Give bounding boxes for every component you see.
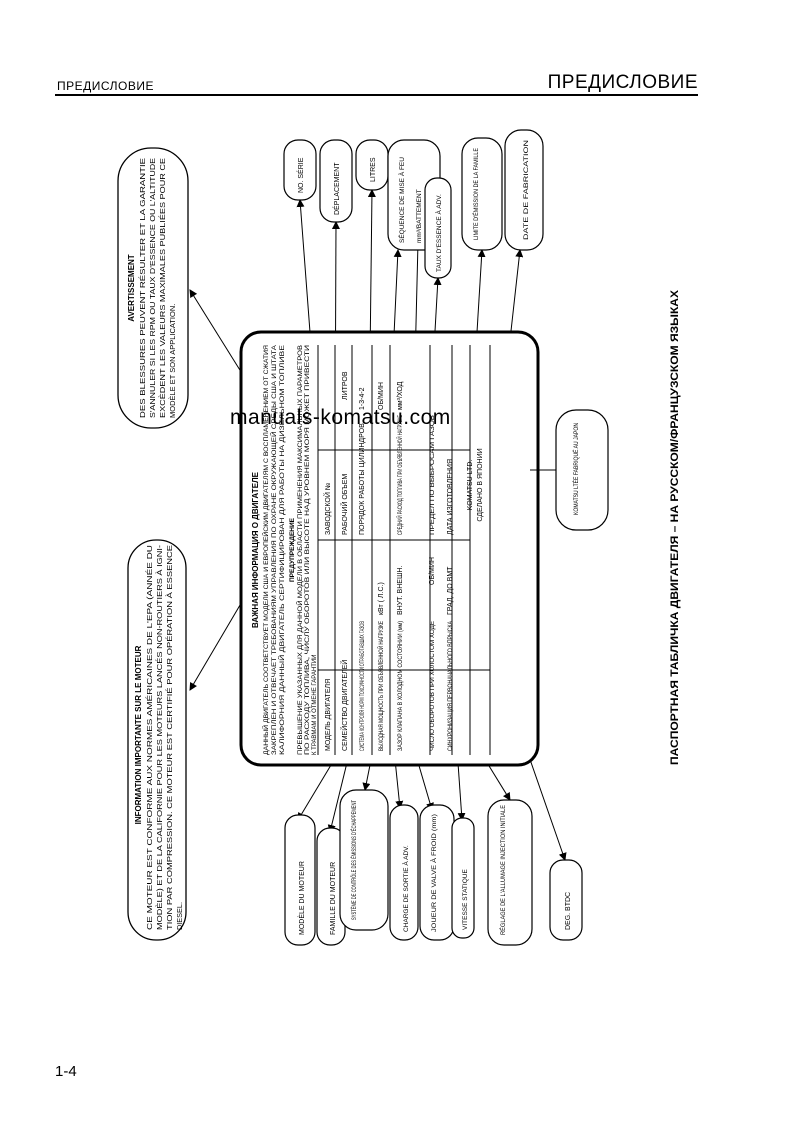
- row-col4: мм³/ХОД: [397, 381, 404, 410]
- callout-top-date: DATE DE FABRICATION: [523, 140, 530, 240]
- plate-intro-line: ЗАКРЕПЛЕН И ОТВЕЧАЕТ ТРЕБОВАНИЯМ УПРАВЛЕ…: [269, 344, 278, 755]
- row-col3: ПОРЯДОК РАБОТЫ ЦИЛИНДРОВ: [359, 423, 366, 535]
- header-left-title: ПРЕДИСЛОВИЕ: [57, 79, 154, 93]
- header-rule: [55, 94, 698, 96]
- figure-caption: ПАСПОРТНАЯ ТАБЛИЧКА ДВИГАТЕЛЯ – НА РУССК…: [669, 289, 681, 765]
- plate-maker: KOMATSU LTD.: [467, 460, 474, 511]
- row-col3: СРЕДНИЙ РАСХОД ТОПЛИВА ПРИ ОБЪЯВЛЕННОЙ Н…: [396, 415, 404, 535]
- callout-top-fuel-rate: TAUX D'ESSENCE À ADV.: [434, 194, 443, 272]
- callout-bottom-engine-family: FAMILLE DU MOTEUR: [330, 862, 337, 935]
- row-label: СИНХРОНИЗАЦИЯ ПЕРВОНАЧАЛЬНОГО ВПРЫСКА: [447, 620, 454, 751]
- callouts-top: NO. SÉRIE DÉPLACEMENT LITRES SÉQUENCE DE…: [283, 129, 544, 279]
- callout-right-maker: KOMATSU LTÉE FABRIQUÉ AU JAPON: [530, 409, 609, 531]
- notice-warning-line: DES BLESSURES PEUVENT RÉSULTER ET LA GAR…: [138, 158, 147, 418]
- plate-warning-title: ПРЕДУПРЕЖДЕНИЕ: [289, 517, 296, 582]
- plate-made-in: СДЕЛАНО В ЯПОНИИ: [477, 448, 484, 521]
- row-col2: кВт ( Л.С.): [378, 582, 385, 615]
- row-col2: ВНУТ. ВНЕШН.: [397, 566, 404, 615]
- callouts-bottom: MODÈLE DU MOTEUR FAMILLE DU MOTEUR SYSTÈ…: [284, 789, 583, 946]
- callout-bottom-emission-control: SYSTÈME DE CONTRÔLE DES ÉMISSIONS D'ÉCHA…: [349, 800, 358, 920]
- plate-title: ВАЖНАЯ ИНФОРМАЦИЯ О ДВИГАТЕЛЕ: [251, 471, 260, 628]
- watermark: manuals-komatsu.com: [230, 406, 451, 429]
- callout-bottom-valve-lash: JOUEUR DE VALVE À FROID (mm): [429, 814, 438, 932]
- callout-top-displacement: DÉPLACEMENT: [332, 162, 341, 215]
- callout-top-mm3-stroke: mm³/BATTEMENT: [416, 189, 423, 243]
- row-label: СИСТЕМА КОНТРОЛЯ НОРМ ТОКСИЧНОСТИ ОТРАБО…: [360, 621, 366, 751]
- row-col3: ПРЕДЕЛ ПО ВЫБРОСАМ ГАЗОВ: [430, 415, 436, 535]
- callout-bottom-idle-speed: VITESSE STATIQUE: [462, 869, 469, 930]
- plate-intro-line: КАЛИФОРНИЯ ДАННЫЙ ДВИГАТЕЛЬ СЕРТИФИЦИРОВ…: [277, 345, 286, 755]
- plate-warning-line: К ТРАВМАМ И ОТМЕНЕ ГАРАНТИИ: [312, 655, 318, 756]
- row-col3: ЗАВОДСКОЙ №: [323, 483, 332, 535]
- notice-warning-line: MODÈLE ET SON APPLICATION.: [168, 304, 177, 418]
- notice-warning-line: S'ANNULER SI LES RPM OU TAUX D'ESSENCE O…: [148, 158, 157, 418]
- callout-bottom-injection-timing: RÉGLAGE DE L'ALLUMAGE INJECTION INITIALE: [498, 804, 507, 935]
- row-col2: ГРАД. ДО ВМТ: [447, 566, 454, 615]
- plate-warning-line: ПРЕВЫШЕНИЕ УКАЗАННЫХ ДЛЯ ДАННОЙ МОДЕЛИ В…: [296, 345, 304, 755]
- plate-intro-line: ДАННЫЙ ДВИГАТЕЛЬ СООТВЕТСТВУЕТ МОДЕЛИ СШ…: [261, 345, 270, 755]
- notice-important-line: CE MOTEUR EST CONFORME AUX NORMES AMÉRIC…: [145, 545, 154, 930]
- row-label: ВЫХОДНАЯ МОЩНОСТЬ ПРИ ОБЪЯВЛЕННОЙ НАГРУЗ…: [376, 621, 385, 751]
- callout-bottom-engine-model: MODÈLE DU MOTEUR: [297, 861, 306, 935]
- callout-top-emission-limit: LIMITE D'ÉMISSION DE LA FAMILLE: [471, 147, 480, 240]
- plate-warning-line: ПО РАСХОДУ ТОПЛИВА, ЧИСЛУ ОБОРОТОВ ИЛИ В…: [305, 345, 311, 755]
- row-col4: ЛИТРОВ: [342, 371, 349, 400]
- callout-bottom-output: CHARGE DE SORTIE À ADV.: [401, 845, 410, 932]
- callout-top-firing-order: SÉQUENCE DE MISE À FEU: [397, 157, 406, 243]
- notice-warning-callout: AVERTISSEMENT DES BLESSURES PEUVENT RÉSU…: [117, 147, 189, 429]
- row-col4: 1-3-4-2: [359, 387, 366, 410]
- row-label: ЗАЗОР КЛАПАНА В ХОЛОДНОМ СОСТОЯНИИ (мм): [397, 621, 404, 751]
- callout-right-text: KOMATSU LTÉE FABRIQUÉ AU JAPON: [571, 423, 580, 515]
- row-label: МОДЕЛЬ ДВИГАТЕЛЯ: [325, 679, 332, 751]
- callout-top-serial: NO. SÉRIE: [296, 157, 305, 193]
- header-right-title: ПРЕДИСЛОВИЕ: [547, 72, 698, 93]
- callout-top-litres: LITRES: [370, 157, 377, 182]
- notice-important-line: DIESEL.: [175, 902, 184, 930]
- row-label: СЕМЕЙСТВО ДВИГАТЕЛЕЙ: [340, 660, 349, 751]
- notice-warning-title: AVERTISSEMENT: [127, 254, 136, 322]
- engine-plate: ВАЖНАЯ ИНФОРМАЦИЯ О ДВИГАТЕЛЕ ДАННЫЙ ДВИ…: [239, 330, 540, 767]
- callout-bottom-deg-btdc: DEG. BTDC: [565, 892, 572, 930]
- notice-important-title: INFORMATION IMPORTANTE SUR LE MOTEUR: [134, 645, 143, 824]
- notice-important-line: TION PAR COMPRESSION. CE MOTEUR EST CERT…: [165, 545, 174, 930]
- notice-important-line: MODÈLE) ET DE LA CALIFORNIE POUR LES MOT…: [155, 544, 164, 930]
- row-col3: РАБОЧИЙ ОБЪЕМ: [340, 474, 349, 535]
- page-number: 1-4: [55, 1063, 77, 1080]
- notice-warning-line: EXCÈDENT LES VALEURS MAXIMALES PUBLIÉES …: [158, 158, 167, 418]
- row-col2: ОБ/МИН: [429, 557, 436, 585]
- row-col4: ОБ/МИН: [378, 382, 385, 410]
- row-label: ЧИСЛО ОБОРОТОВ ПРИ ХОЛОСТОМ ХОДЕ: [430, 621, 436, 751]
- notice-important-callout: INFORMATION IMPORTANTE SUR LE MOTEUR CE …: [127, 539, 187, 941]
- row-col3: ДАТА ИЗГОТОВЛЕНИЯ: [447, 459, 454, 535]
